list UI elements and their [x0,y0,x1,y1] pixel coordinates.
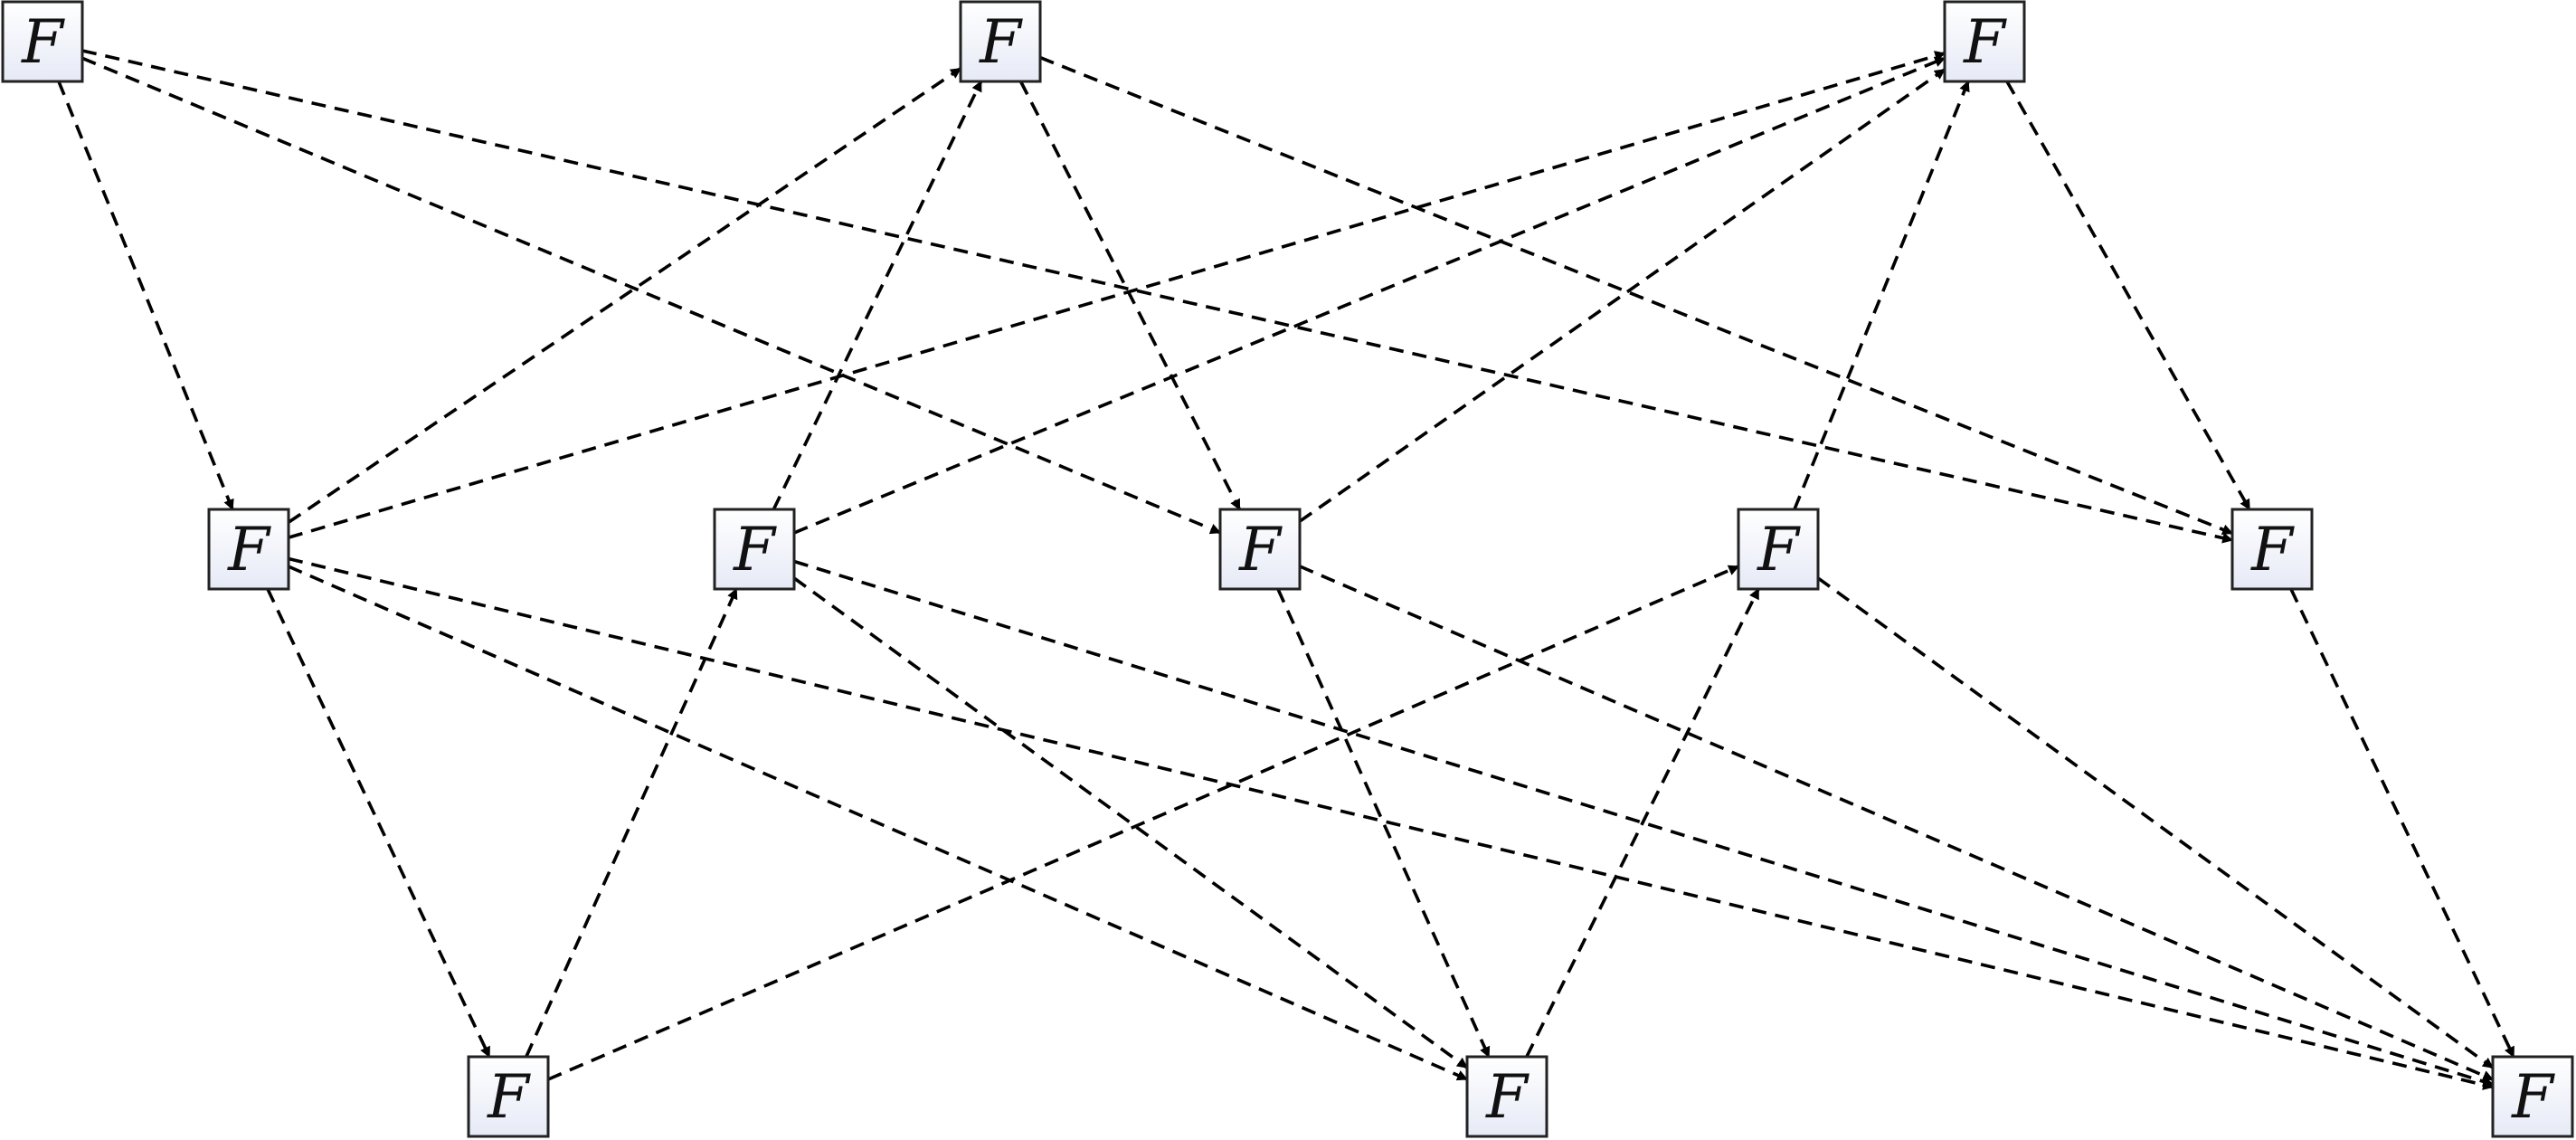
edge-mid-1-to-bottom-right [288,556,2495,1090]
edge-bottom-left-to-mid-2 [525,587,738,1058]
node-label: F [227,515,271,584]
node-label: F [1485,1062,1530,1132]
edge-mid-4-to-top-right [1793,80,1970,510]
node-top-left: F [1,0,84,83]
node-label: F [487,1062,531,1132]
node-label: F [21,7,65,77]
node-label: F [2511,1062,2555,1132]
edge-top-left-to-mid-3 [81,56,1222,535]
edge-mid-3-to-top-right [1298,68,1946,523]
edge-top-center-to-mid-3 [1018,81,1242,511]
node-mid-4: F [1737,508,1820,591]
node-top-center: F [959,0,1042,83]
node-mid-2: F [713,508,796,591]
node-bottom-right: F [2491,1055,2574,1138]
node-bottom-center: F [1465,1055,1548,1138]
edge-mid-3-to-bottom-center [1276,588,1491,1059]
edge-mid-2-to-bottom-center [792,576,1469,1069]
edge-mid-3-to-bottom-right [1299,565,2495,1081]
node-box [2491,1055,2574,1138]
node-label: F [1238,515,1283,584]
node-box [207,508,290,591]
node-label: F [979,7,1023,77]
edges-layer [57,49,2515,1090]
node-box [1465,1055,1548,1138]
edge-mid-1-to-bottom-center [288,565,1469,1081]
node-mid-5: F [2230,508,2314,591]
edge-bottom-center-to-mid-4 [1525,587,1760,1058]
edge-bottom-left-to-mid-4 [547,565,1740,1081]
node-box [1,0,84,83]
edge-top-left-to-mid-1 [57,81,234,511]
node-label: F [1757,515,1801,584]
edge-mid-1-to-bottom-left [266,588,491,1059]
node-bottom-left: F [467,1055,550,1138]
node-box [467,1055,550,1138]
edge-top-center-to-mid-5 [1039,55,2234,536]
edge-top-left-to-mid-5 [81,49,2234,544]
node-box [2230,508,2314,591]
node-mid-3: F [1218,508,1302,591]
node-box [1943,0,2026,83]
node-box [1218,508,1302,591]
edge-top-right-to-mid-5 [2005,81,2251,511]
node-box [959,0,1042,83]
node-mid-1: F [207,508,290,591]
edge-mid-2-to-top-center [772,80,983,510]
edge-mid-4-to-bottom-right [1816,576,2495,1069]
edge-mid-5-to-bottom-right [2289,588,2515,1059]
node-top-right: F [1943,0,2026,83]
node-box [1737,508,1820,591]
edge-mid-1-to-top-center [287,67,962,524]
edge-mid-1-to-top-right [288,51,1946,539]
node-box [713,508,796,591]
node-label: F [733,515,777,584]
edge-mid-2-to-top-right [793,56,1946,535]
node-label: F [1963,7,2007,77]
edge-mid-2-to-bottom-right [793,559,2495,1088]
node-label: F [2250,515,2295,584]
